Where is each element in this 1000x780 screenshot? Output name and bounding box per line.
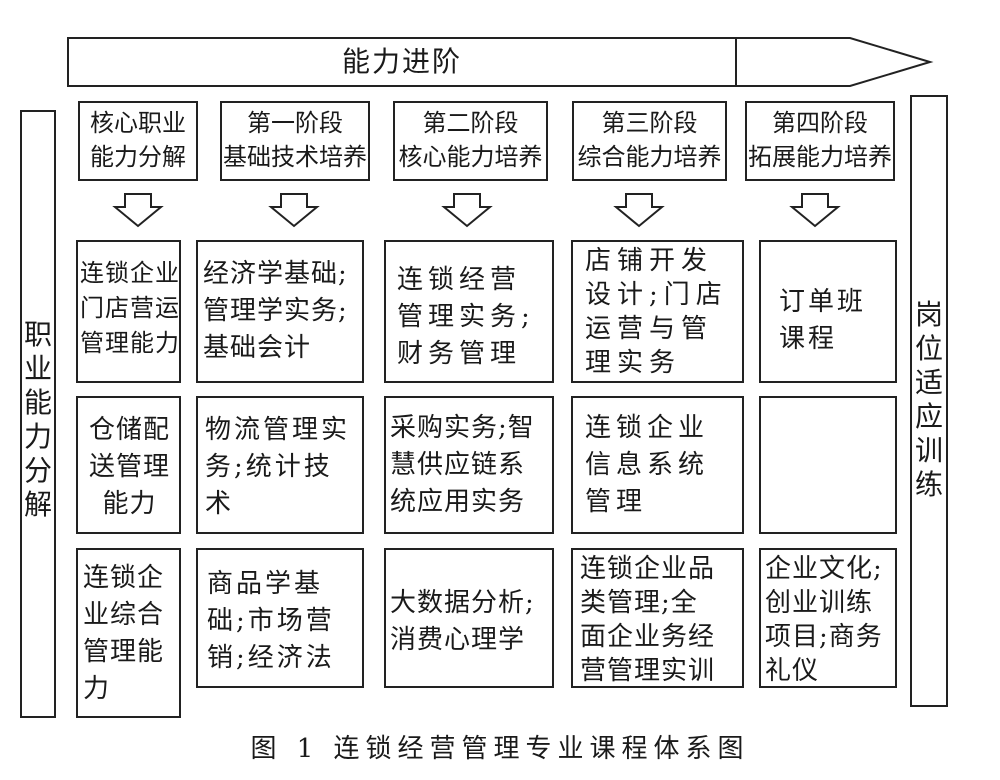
left-side-panel [20, 110, 56, 718]
cell-r1-c4-text: 订单班 课程 [779, 287, 867, 354]
cell-r1-c1 [196, 240, 364, 383]
cell-r3-c0-text: 连锁企 业综合 管理能 力 [83, 563, 165, 704]
figure-caption: 图 1 连锁经营管理专业课程体系图 [250, 734, 750, 764]
cell-r2-c2 [384, 396, 554, 534]
cell-r2-c3-text: 连锁企业 信息系统 管理 [585, 413, 710, 517]
down-arrow-icon [112, 193, 841, 228]
column-header-3 [572, 101, 727, 181]
cell-r3-c3-text: 连锁企业品 类管理;全 面企业务经 营管理实训 [580, 554, 716, 686]
cell-r1-c2 [384, 240, 554, 383]
cell-r1-c3-text: 店铺开发 设计;门店 运营与管 理实务 [585, 246, 728, 378]
cell-r2-c0-text: 仓储配 送管理 能力 [88, 415, 170, 519]
cell-r2-c1-text: 物流管理实 务;统计技 术 [205, 415, 351, 519]
cell-r3-c1-text: 商品学基 础;市场营 销;经济法 [207, 569, 335, 673]
column-header-1-text: 第一阶段 基础技术培养 [223, 109, 367, 171]
cell-r3-c3 [571, 548, 744, 688]
cell-r2-c0 [76, 396, 181, 534]
column-header-0 [78, 101, 198, 181]
right-side-panel [910, 95, 948, 707]
left-side-label: 职业能力分解 [23, 318, 52, 521]
cell-r2-c1 [196, 396, 364, 534]
column-header-4 [745, 101, 895, 181]
cell-r1-c3 [571, 240, 744, 383]
column-header-4-text: 第四阶段 拓展能力培养 [748, 109, 892, 171]
cell-r3-c0 [76, 548, 181, 718]
cell-r1-c1-text: 经济学基础; 管理学实务; 基础会计 [203, 259, 348, 363]
cell-r1-c2-text: 连锁经营 管理实务; 财务管理 [397, 265, 535, 369]
column-header-0-text: 核心职业 能力分解 [90, 109, 186, 171]
cell-r3-c4-text: 企业文化; 创业训练 项目;商务 礼仪 [765, 554, 883, 686]
column-header-3-text: 第三阶段 综合能力培养 [577, 109, 722, 171]
banner-label: 能力进阶 [341, 45, 462, 78]
progress-banner-arrow [67, 37, 934, 87]
column-header-1 [220, 101, 370, 181]
cell-r3-c2-text: 大数据分析; 消费心理学 [390, 588, 535, 655]
cell-r3-c2 [384, 548, 554, 688]
cell-r2-c4 [759, 396, 897, 534]
cell-r1-c0-text: 连锁企业 门店营运 管理能力 [80, 259, 180, 357]
cell-r1-c4 [759, 240, 897, 383]
cell-r3-c1 [196, 548, 364, 688]
cell-r1-c0 [76, 240, 181, 383]
right-side-label: 岗位适应训练 [914, 298, 943, 501]
column-header-2-text: 第二阶段 核心能力培养 [398, 109, 543, 171]
cell-r2-c2-text: 采购实务;智 慧供应链系 统应用实务 [390, 413, 535, 517]
cell-r3-c4 [759, 548, 897, 688]
column-header-2 [393, 101, 548, 181]
cell-r2-c3 [571, 396, 744, 534]
